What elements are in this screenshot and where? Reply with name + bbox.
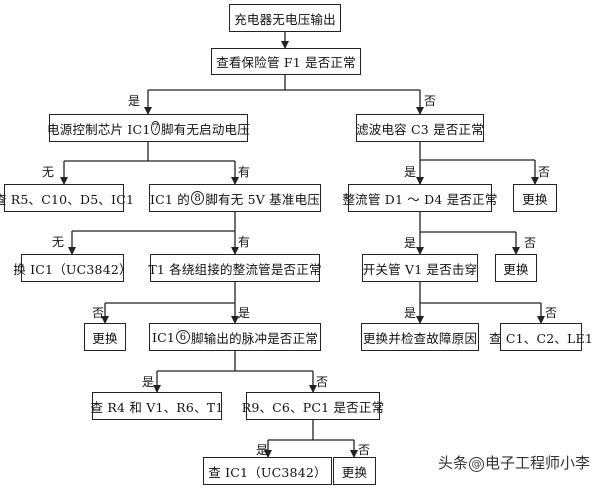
split-n4 <box>419 142 535 161</box>
node-ic1-pin7: 电源控制芯片 IC1 7 脚有无启动电压 <box>47 114 250 142</box>
node-check-fuse: 查看保险管 F1 是否正常 <box>211 48 361 75</box>
pin-circle-7: 7 <box>151 121 161 135</box>
node-ic1-pin8: IC1 的 8 脚有无 5V 基准电压 <box>149 184 321 212</box>
split-n11 <box>419 282 541 304</box>
branch-label-none: 无 <box>42 165 55 179</box>
watermark-name: 电子工程师小李 <box>484 454 590 472</box>
split-n6 <box>72 212 236 232</box>
branch-label-yes: 是 <box>404 165 417 179</box>
node-ic1-pin8-post: 脚有无 5V 基准电压 <box>205 191 320 207</box>
node-check-uc3842: 查 IC1（UC3842） <box>203 457 332 485</box>
branch-label-no: 否 <box>424 94 437 108</box>
branch-label-yes: 是 <box>256 443 269 457</box>
branch-label-none: 无 <box>52 235 65 249</box>
node-check-c1: 查 C1、C2、LE1 <box>489 323 593 351</box>
node-t1-rectifiers: T1 各绕组接的整流管是否正常 <box>148 254 321 282</box>
watermark: 头条@电子工程师小李 <box>438 452 590 473</box>
node-ic1-pin6-pre: IC1 <box>151 329 176 345</box>
split-n7 <box>419 212 516 233</box>
branch-label-no: 否 <box>316 375 329 389</box>
at-icon: @ <box>468 457 484 472</box>
node-r9-c6: R9、C6、PC1 是否正常 <box>242 392 384 420</box>
node-check-r4: 查 R4 和 V1、R6、T1 <box>91 392 223 420</box>
pin-circle-6: 6 <box>176 330 191 344</box>
split-n14 <box>157 351 313 372</box>
node-ic1-pin6: IC1 6 脚输出的脉冲是否正常 <box>149 323 321 351</box>
split-n18 <box>268 420 354 441</box>
node-filter-cap: 滤波电容 C3 是否正常 <box>356 114 484 142</box>
branch-label-have: 有 <box>238 235 251 249</box>
branch-label-no: 否 <box>524 236 537 250</box>
node-ic1-pin8-pre: IC1 的 <box>150 191 190 207</box>
branch-label-no: 否 <box>545 306 558 320</box>
node-rectifier: 整流管 D1 ～ D4 是否正常 <box>342 184 497 212</box>
node-no-output: 充电器无电压输出 <box>229 4 341 32</box>
node-replace-d1d4: 更换 <box>495 254 537 282</box>
split-n2 <box>148 75 420 91</box>
node-check-r5: 查 R5、C10、D5、IC1 <box>0 184 134 212</box>
node-switch-v1: 开关管 V1 是否击穿 <box>362 254 478 282</box>
node-replace-c3: 更换 <box>513 184 557 212</box>
branch-label-yes: 是 <box>238 306 251 320</box>
node-ic1-pin7-post: 脚有无启动电压 <box>161 121 250 137</box>
branch-label-no: 否 <box>538 165 551 179</box>
pin-circle-8: 8 <box>190 191 205 205</box>
branch-label-no: 否 <box>358 443 371 457</box>
branch-label-yes: 是 <box>404 306 417 320</box>
branch-label-yes: 是 <box>142 375 155 389</box>
node-replace-ic1: 换 IC1（UC3842） <box>13 254 132 282</box>
branch-label-have: 有 <box>238 165 251 179</box>
split-n3 <box>64 142 235 162</box>
node-ic1-pin6-post: 脚输出的脉冲是否正常 <box>191 330 319 346</box>
watermark-prefix: 头条 <box>437 454 468 472</box>
node-replace-t1: 更换 <box>84 323 126 351</box>
branch-label-no: 否 <box>92 306 105 320</box>
split-n10 <box>105 282 236 304</box>
node-replace-check-cause: 更换并检查故障原因 <box>361 323 479 351</box>
node-ic1-pin7-pre: 电源控制芯片 IC1 <box>47 121 151 137</box>
branch-label-yes: 是 <box>404 236 417 250</box>
node-replace-pc1: 更换 <box>333 457 376 485</box>
branch-label-yes: 是 <box>128 94 141 108</box>
